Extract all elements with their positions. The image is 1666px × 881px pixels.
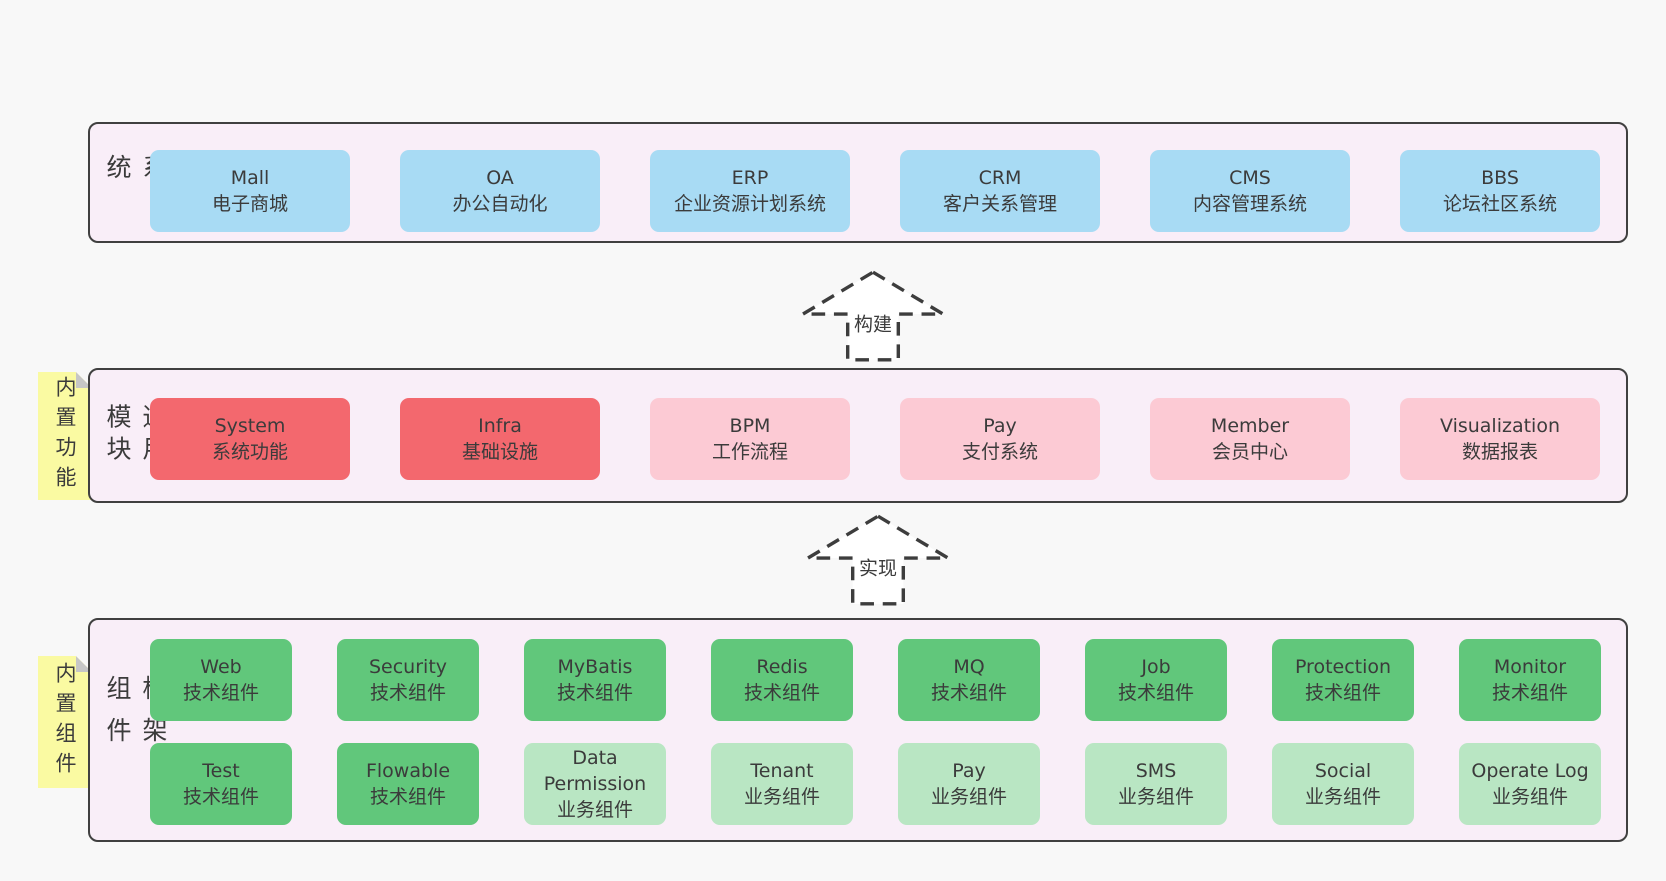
box-erp: ERP 企业资源计划系统 (650, 150, 850, 232)
box-subtitle: 业务组件 (930, 786, 1007, 808)
box-security: Security 技术组件 (337, 639, 479, 721)
box-title: OA (486, 166, 514, 189)
box-visualization: Visualization 数据报表 (1400, 398, 1600, 480)
box-subtitle: 业务组件 (1491, 786, 1568, 808)
box-pay: Pay 支付系统 (900, 398, 1100, 480)
band-framework-components: 框架组件 Web技术组件Security技术组件MyBatis技术组件Redis… (88, 618, 1628, 842)
box-data-permission: Data Permission 业务组件 (524, 743, 666, 825)
box-title: SMS (1135, 759, 1177, 782)
band-common-modules: 通用模块 System系统功能Infra基础设施BPM工作流程Pay支付系统Me… (88, 368, 1628, 503)
box-title: CMS (1229, 166, 1271, 189)
box-title: Member (1210, 414, 1290, 437)
box-subtitle: 电子商城 (211, 193, 288, 215)
box-job: Job 技术组件 (1085, 639, 1227, 721)
box-title: Infra (478, 414, 522, 437)
box-member: Member 会员中心 (1150, 398, 1350, 480)
box-title: BPM (729, 414, 771, 437)
box-social: Social 业务组件 (1272, 743, 1414, 825)
box-title: Test (202, 759, 240, 782)
box-web: Web 技术组件 (150, 639, 292, 721)
box-mq: MQ 技术组件 (898, 639, 1040, 721)
box-title: Job (1141, 655, 1171, 678)
box-subtitle: 技术组件 (369, 682, 446, 704)
box-subtitle: 办公自动化 (452, 193, 548, 215)
arrow-build: 构建 (800, 268, 946, 364)
sticky-note-label: 内置组件 (53, 662, 77, 782)
box-sms: SMS 业务组件 (1085, 743, 1227, 825)
box-tenant: Tenant 业务组件 (711, 743, 853, 825)
box-cms: CMS 内容管理系统 (1150, 150, 1350, 232)
box-monitor: Monitor 技术组件 (1459, 639, 1601, 721)
box-oa: OA 办公自动化 (400, 150, 600, 232)
box-flowable: Flowable 技术组件 (337, 743, 479, 825)
box-subtitle: 内容管理系统 (1192, 193, 1307, 215)
box-title: Redis (756, 655, 808, 678)
module-row: Mall 电子商城 OA 办公自动化 ERP 企业资源计划系统 CRM 客户关系管理 CMS 内容… (150, 150, 1600, 232)
box-subtitle: 业务组件 (1117, 786, 1194, 808)
box-title: Monitor (1493, 655, 1567, 678)
band-business-systems: 业务系统 Mall电子商城OA办公自动化ERP企业资源计划系统CRM客户关系管理… (88, 122, 1628, 243)
sticky-note-builtin-features: 内置功能 (38, 372, 92, 500)
box-title: Visualization (1439, 414, 1560, 437)
box-title: Data Permission (543, 746, 647, 795)
box-crm: CRM 客户关系管理 (900, 150, 1100, 232)
sticky-note-label: 内置功能 (53, 376, 77, 496)
box-subtitle: 技术组件 (743, 682, 820, 704)
box-subtitle: 系统功能 (211, 441, 288, 463)
box-operate-log: Operate Log 业务组件 (1459, 743, 1601, 825)
box-subtitle: 技术组件 (182, 682, 259, 704)
box-protection: Protection 技术组件 (1272, 639, 1414, 721)
box-subtitle: 支付系统 (961, 441, 1038, 463)
box-subtitle: 基础设施 (461, 441, 538, 463)
box-title: Social (1314, 759, 1372, 782)
box-subtitle: 工作流程 (711, 441, 788, 463)
box-title: ERP (731, 166, 769, 189)
box-subtitle: 业务组件 (1304, 786, 1381, 808)
box-subtitle: 技术组件 (1117, 682, 1194, 704)
box-subtitle: 技术组件 (1491, 682, 1568, 704)
box-bbs: BBS 论坛社区系统 (1400, 150, 1600, 232)
box-redis: Redis 技术组件 (711, 639, 853, 721)
box-subtitle: 技术组件 (182, 786, 259, 808)
arrow-label: 实现 (855, 553, 901, 581)
box-infra: Infra 基础设施 (400, 398, 600, 480)
box-subtitle: 客户关系管理 (942, 193, 1057, 215)
box-mybatis: MyBatis 技术组件 (524, 639, 666, 721)
module-row: System 系统功能 Infra 基础设施 BPM 工作流程 Pay 支付系统 Member 会… (150, 398, 1600, 480)
sticky-note-builtin-components: 内置组件 (38, 656, 92, 788)
box-title: Pay (952, 759, 986, 782)
box-title: MQ (953, 655, 985, 678)
box-title: Pay (983, 414, 1017, 437)
box-subtitle: 技术组件 (930, 682, 1007, 704)
box-pay: Pay 业务组件 (898, 743, 1040, 825)
box-title: Web (200, 655, 242, 678)
box-title: Operate Log (1471, 759, 1589, 782)
box-title: MyBatis (557, 655, 633, 678)
box-title: Security (368, 655, 448, 678)
box-subtitle: 业务组件 (556, 799, 633, 822)
box-bpm: BPM 工作流程 (650, 398, 850, 480)
box-title: BBS (1481, 166, 1519, 189)
box-mall: Mall 电子商城 (150, 150, 350, 232)
box-title: System (214, 414, 286, 437)
box-title: Protection (1294, 655, 1392, 678)
box-system: System 系统功能 (150, 398, 350, 480)
arrow-implement: 实现 (805, 512, 951, 608)
box-subtitle: 业务组件 (743, 786, 820, 808)
box-test: Test 技术组件 (150, 743, 292, 825)
arrow-label: 构建 (850, 309, 896, 337)
box-subtitle: 论坛社区系统 (1442, 193, 1557, 215)
box-subtitle: 会员中心 (1211, 441, 1288, 463)
box-subtitle: 技术组件 (556, 682, 633, 704)
box-title: CRM (978, 166, 1022, 189)
box-subtitle: 技术组件 (1304, 682, 1381, 704)
box-subtitle: 企业资源计划系统 (673, 193, 826, 215)
box-subtitle: 技术组件 (369, 786, 446, 808)
box-subtitle: 数据报表 (1461, 441, 1538, 463)
box-title: Flowable (365, 759, 451, 782)
box-title: Tenant (750, 759, 814, 782)
box-title: Mall (230, 166, 270, 189)
